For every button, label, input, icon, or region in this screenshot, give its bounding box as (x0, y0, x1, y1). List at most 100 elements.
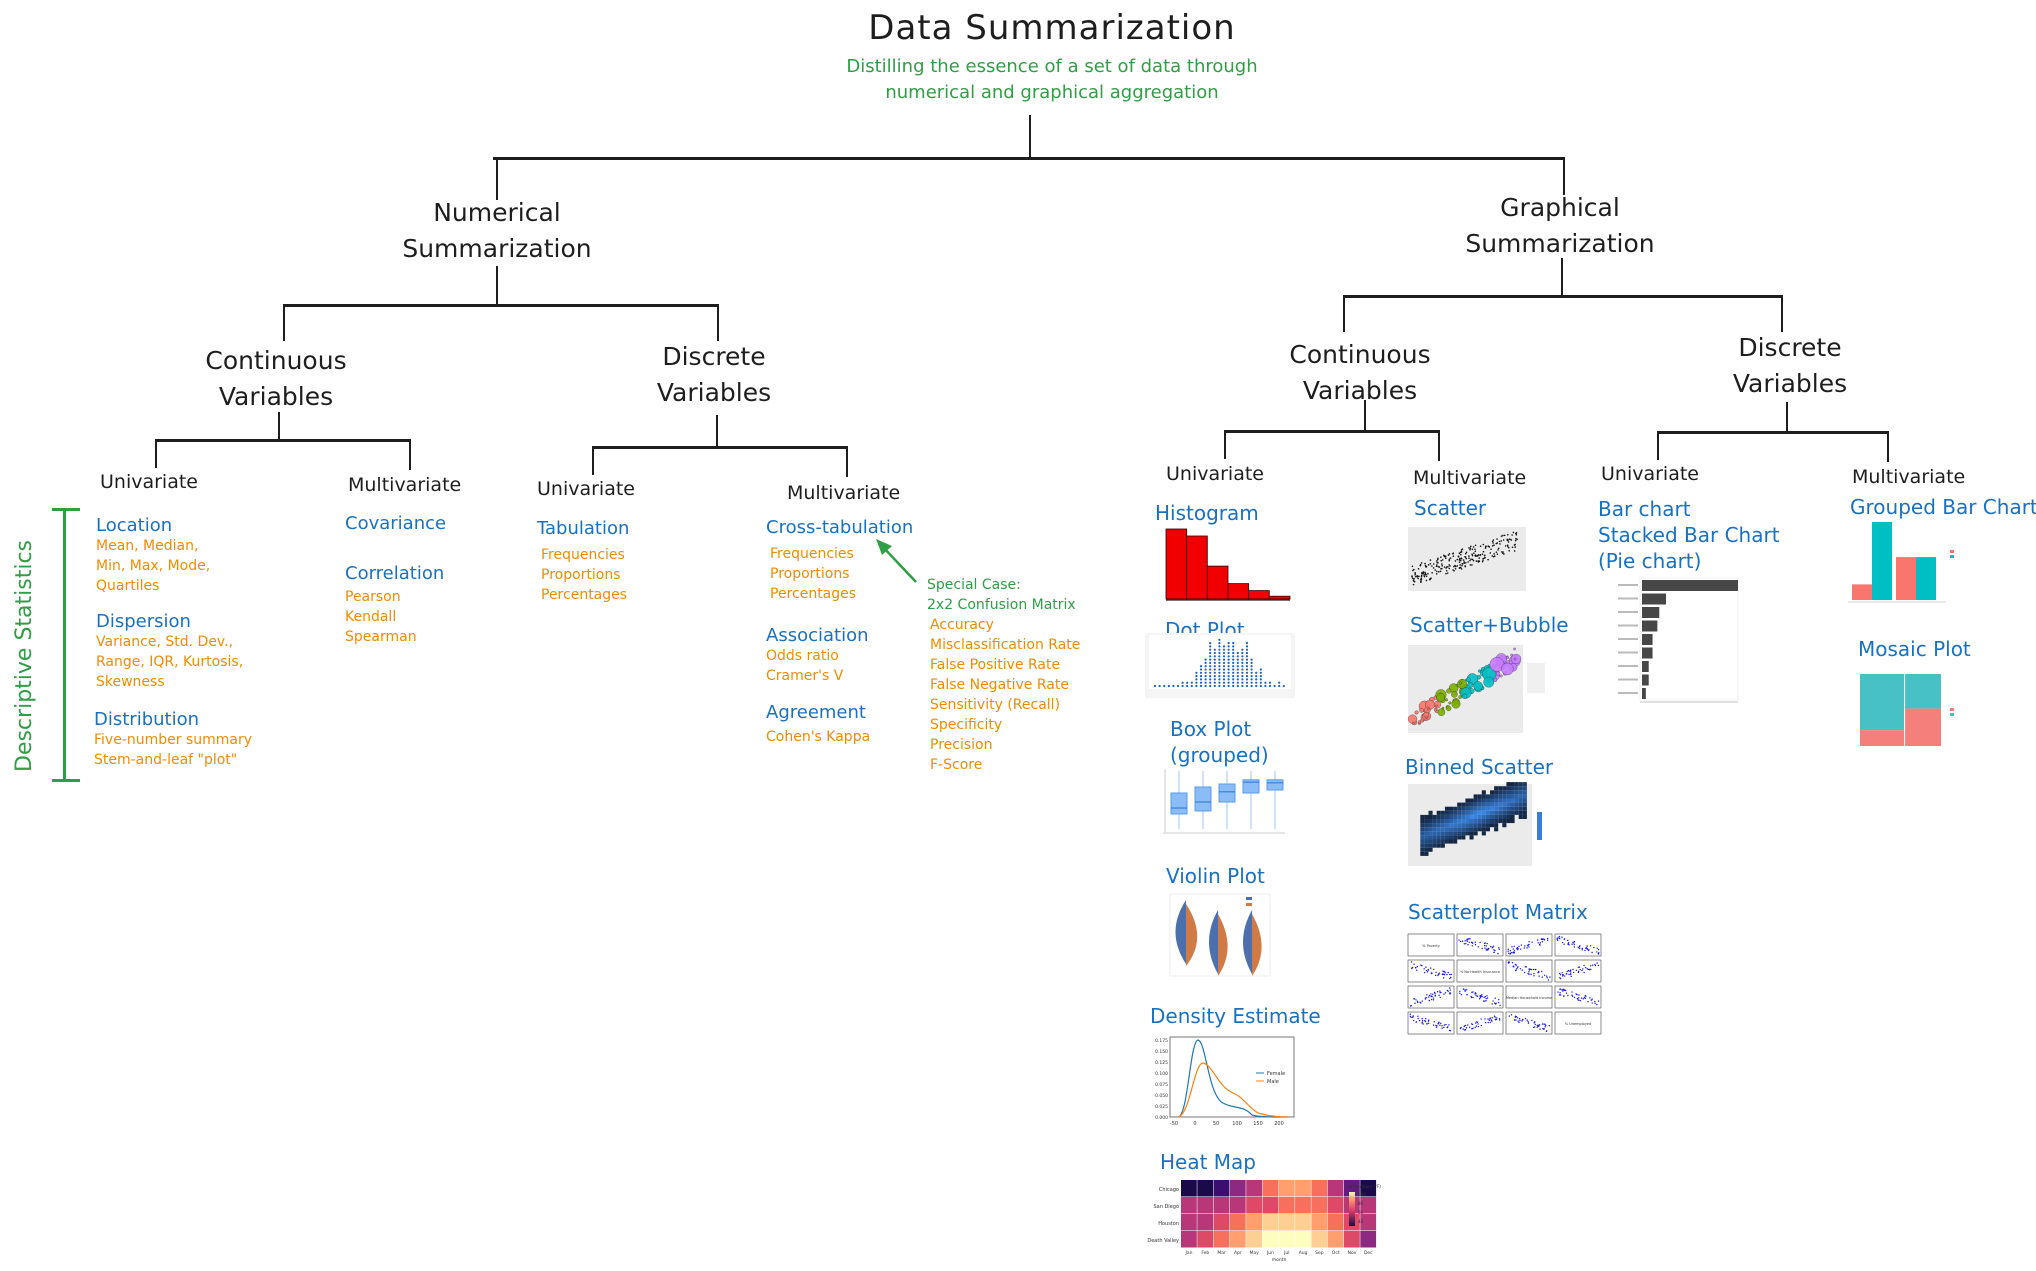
matrix-point (1410, 1005, 1412, 1007)
dot-plot-dot (1209, 665, 1212, 668)
binned-cell (1481, 814, 1486, 819)
matrix-point (1487, 947, 1490, 950)
binned-cell (1498, 810, 1503, 815)
binned-cell (1424, 823, 1429, 828)
scatter-point (1465, 557, 1468, 560)
item: Frequencies (770, 546, 854, 562)
matrix-point (1486, 995, 1488, 997)
density-xtick: 150 (1253, 1121, 1263, 1127)
mosaic-legend-swatch (1950, 708, 1954, 711)
matrix-point (1519, 1019, 1521, 1021)
dot-plot-dot (1199, 681, 1203, 684)
matrix-point (1444, 972, 1446, 974)
scatter-point (1431, 565, 1433, 567)
binned-cell (1420, 831, 1425, 836)
bar (1642, 593, 1666, 605)
heading-cross-tabulation: Cross-tabulation (766, 517, 914, 538)
heading-dispersion: Dispersion (96, 611, 191, 632)
scatter-point (1490, 548, 1492, 551)
matrix-point (1512, 951, 1515, 953)
matrix-point (1590, 968, 1592, 971)
dot-plot-dot (1209, 681, 1212, 684)
binned-cell (1440, 831, 1445, 836)
binned-cell (1490, 794, 1495, 799)
matrix-point (1517, 1020, 1519, 1022)
plot-label-heat-map: Heat Map (1160, 1150, 1257, 1174)
matrix-point (1533, 1026, 1535, 1029)
matrix-point (1441, 1027, 1443, 1029)
dot-plot-dot (1209, 642, 1212, 645)
matrix-point (1583, 971, 1585, 974)
dot-plot-dot (1222, 645, 1226, 648)
scatter-point (1482, 550, 1485, 553)
scatter-point (1492, 539, 1495, 541)
scatter-point (1500, 551, 1503, 553)
item: Proportions (770, 566, 850, 582)
matrix-point (1519, 968, 1522, 970)
binned-cell (1494, 814, 1499, 819)
scatter-point (1459, 553, 1462, 556)
matrix-point (1525, 966, 1528, 968)
scatter-point (1420, 580, 1422, 583)
matrix-point (1509, 949, 1512, 952)
scatter-point (1503, 553, 1505, 555)
matrix-point (1571, 943, 1573, 945)
bar-label-placeholder (1618, 597, 1638, 600)
scatter-point (1458, 552, 1461, 554)
heatmap-legend-title: temperature (°F) (1347, 1184, 1381, 1189)
matrix-point (1564, 975, 1566, 977)
binned-cell (1461, 806, 1466, 811)
matrix-point (1483, 944, 1486, 947)
scatter-point (1511, 546, 1514, 549)
matrix-point (1429, 967, 1432, 969)
thumbnail-histogram (1150, 525, 1295, 607)
matrix-point (1485, 1000, 1487, 1002)
binned-cell (1453, 839, 1458, 844)
matrix-point (1450, 976, 1452, 979)
matrix-point (1442, 970, 1445, 973)
heading-tabulation: Tabulation (537, 518, 630, 539)
binned-cell (1510, 819, 1515, 824)
matrix-point (1565, 992, 1568, 994)
heatmap-cell (1213, 1197, 1230, 1214)
binned-cell (1420, 835, 1425, 840)
binned-cell (1449, 810, 1454, 815)
heatmap-cell (1327, 1231, 1344, 1248)
scatter-point (1473, 552, 1475, 554)
density-legend-label: Male (1267, 1079, 1279, 1085)
node-label-line: Discrete (1738, 333, 1842, 362)
matrix-point (1432, 997, 1435, 999)
dot-plot-dot (1245, 665, 1249, 668)
dot-plot-dot (1218, 651, 1221, 655)
matrix-point (1536, 1024, 1538, 1026)
scatter-point (1472, 559, 1475, 562)
binned-cell (1477, 827, 1482, 832)
binned-cell (1440, 810, 1445, 815)
dot-plot-dot (1218, 675, 1221, 678)
matrix-point (1464, 990, 1466, 992)
heatmap-col-label: May (1250, 1250, 1260, 1256)
item: Cramer's V (766, 668, 844, 684)
matrix-point (1570, 973, 1572, 976)
matrix-point (1412, 1019, 1415, 1022)
binned-cell (1424, 843, 1429, 848)
dot-plot-dot (1241, 675, 1244, 678)
matrix-point (1572, 971, 1575, 974)
binned-cell (1510, 794, 1515, 799)
scatter-point (1435, 573, 1438, 575)
matrix-point (1596, 951, 1598, 953)
heatmap-cell (1360, 1214, 1377, 1231)
matrix-point (1438, 1021, 1440, 1023)
dot-plot-dot (1232, 648, 1235, 651)
matrix-point (1427, 969, 1430, 971)
binned-cell (1514, 794, 1519, 799)
density-ytick: 0.150 (1155, 1049, 1168, 1055)
connector-num-disc-uni (592, 447, 594, 475)
scatter-point (1514, 546, 1517, 548)
scatter-point (1434, 569, 1437, 571)
bubble-point (1513, 657, 1517, 661)
dot-plot-dot (1259, 684, 1262, 688)
matrix-point (1475, 1021, 1478, 1023)
heading-correlation: Correlation (345, 563, 445, 584)
matrix-point (1557, 939, 1559, 942)
